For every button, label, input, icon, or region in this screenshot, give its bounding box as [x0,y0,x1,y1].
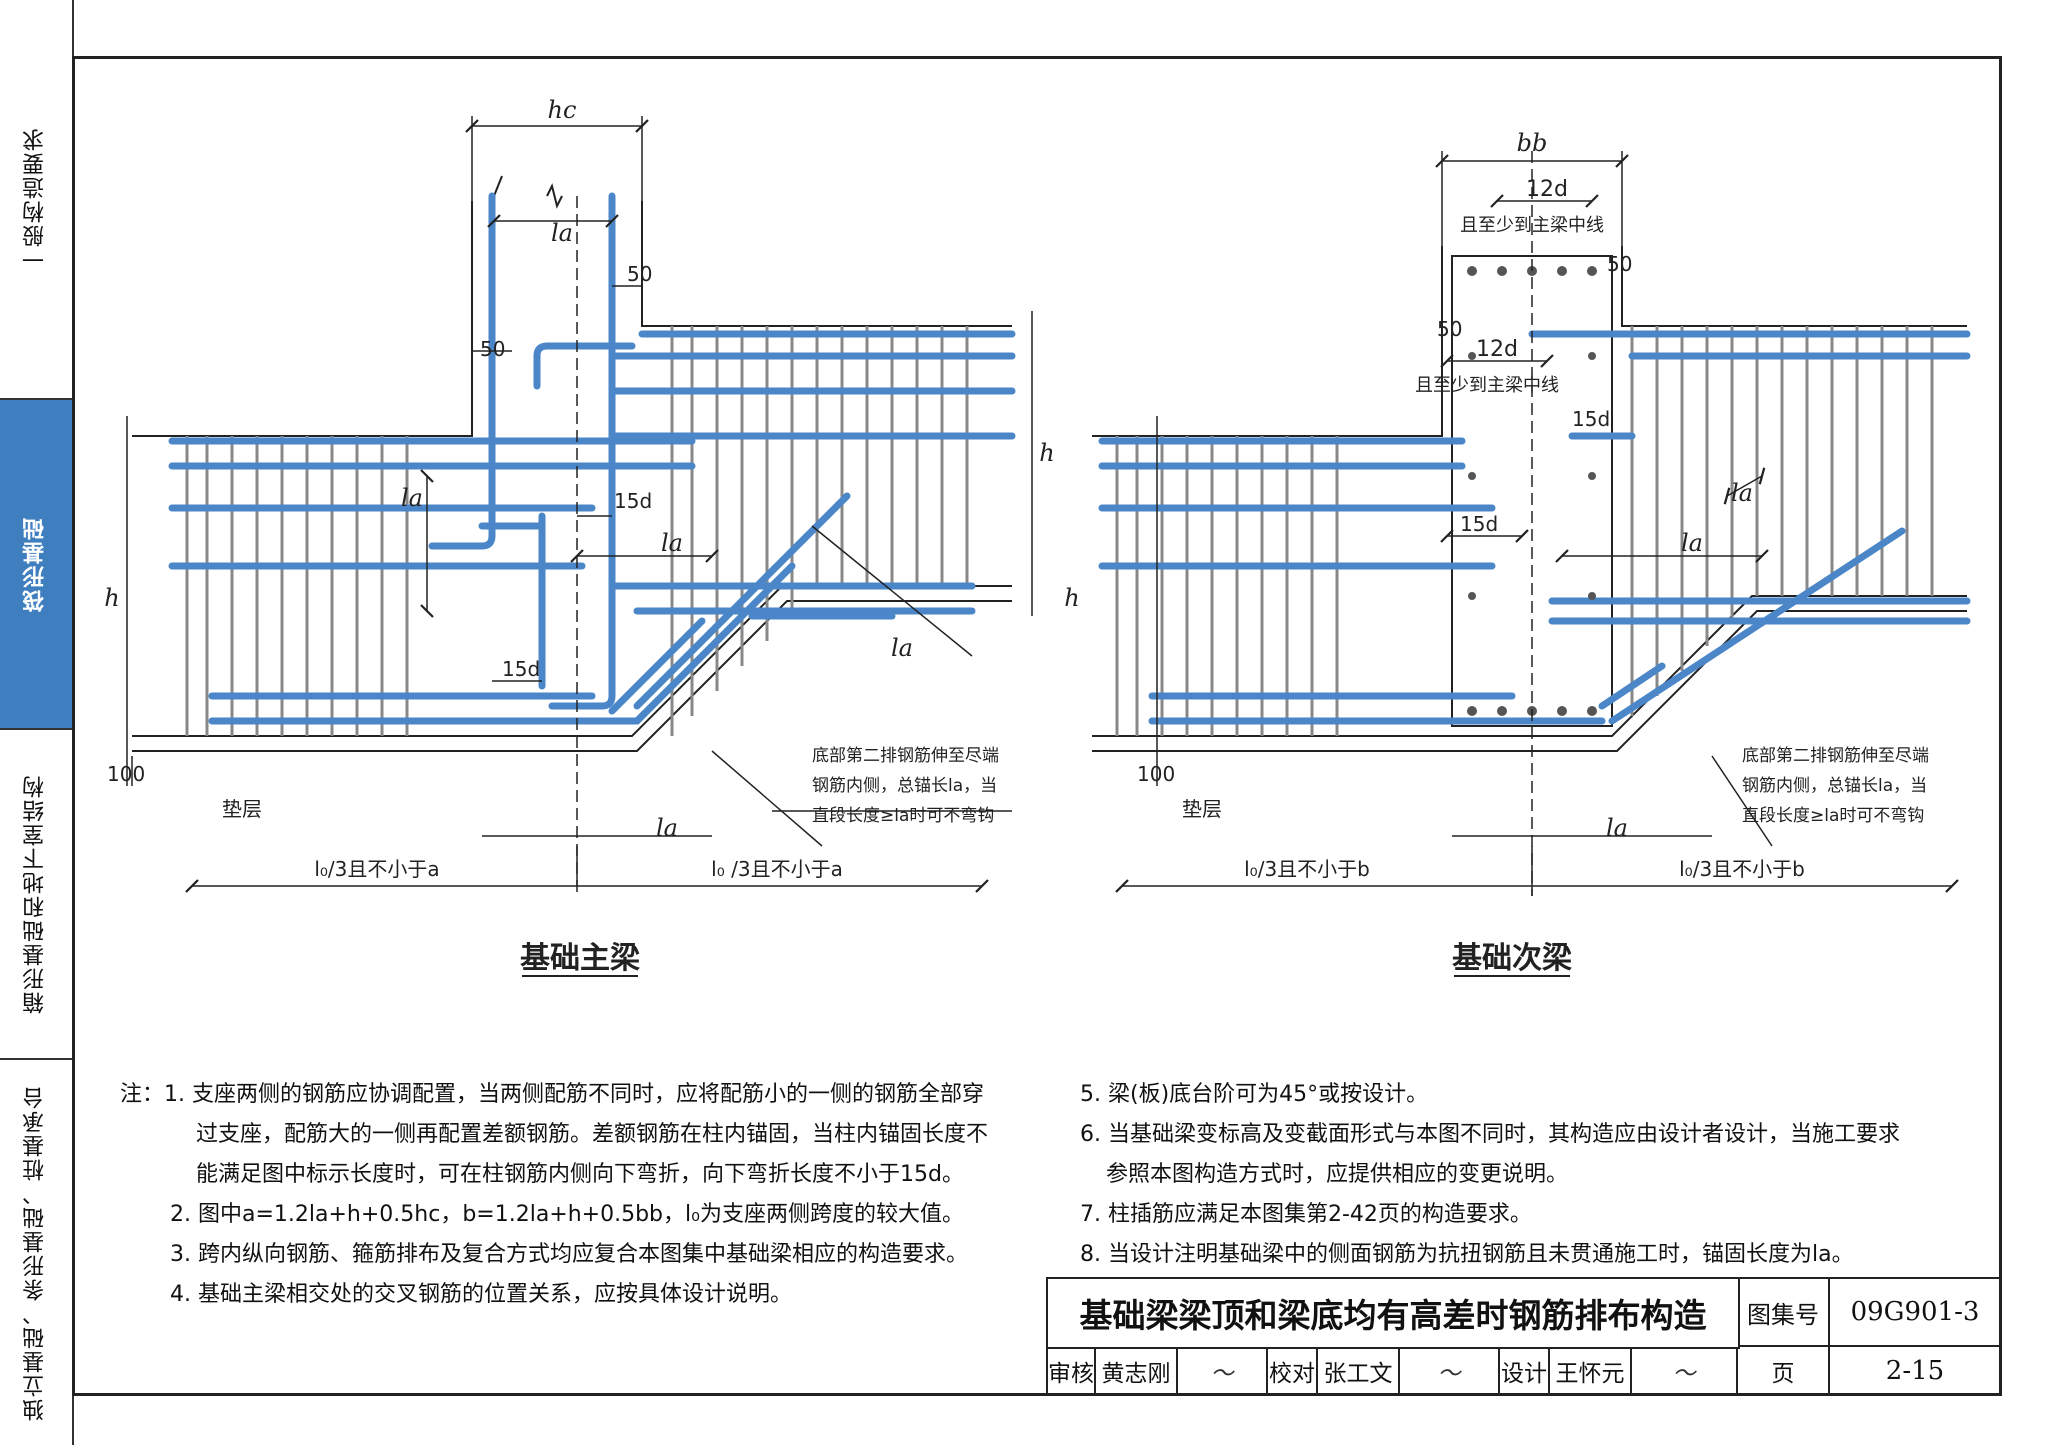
review-label: 审核 [1048,1347,1096,1395]
diagram-title-main: 基础主梁 [520,941,640,976]
label-h-right: h [1039,439,1054,467]
dim-hc: hc [548,96,577,124]
dim-50-right-a: 50 [1607,252,1632,276]
title-block-signatures: 审核 黄志刚 〜 校对 张工文 〜 设计 王怀元 〜 页 2-15 [1048,1347,2000,1395]
label-h-right-left: h [1064,584,1079,612]
checker-signature: 〜 [1400,1347,1500,1395]
check-label: 校对 [1268,1347,1318,1395]
callout-right-3: 直段长度≥la时可不弯钩 [1742,806,1924,826]
span-left-b: l₀/3且不小于b [1244,857,1370,881]
note-3: 3. 跨内纵向钢筋、箍筋排布及复合方式均应复合本图集中基础梁相应的构造要求。 [170,1242,968,1267]
diagram-title-secondary: 基础次梁 [1452,941,1572,976]
dimensions-left [126,116,1033,896]
dimensions-right [1115,151,2002,896]
note-12d-b: 且至少到主梁中线 [1415,375,1559,396]
design-label: 设计 [1500,1347,1550,1395]
sidebar-item-isolated[interactable]: 独立基础、条形基础、桩基承台 [23,1084,48,1421]
callout-left-2: 钢筋内侧，总锚长la，当 [812,776,997,796]
dim-50-b: 50 [480,337,505,361]
label-la-left: la [401,484,423,512]
title-block: 基础梁梁顶和梁底均有高差时钢筋排布构造 图集号 09G901-3 审核 黄志刚 … [1046,1277,2002,1395]
drawing-canvas: hc la la la la la h h 50 50 15d 15d 100 … [104,96,2002,977]
checker-name: 张工文 [1318,1347,1400,1395]
label-la-right-c: la [1606,814,1628,842]
callout-right-2: 钢筋内侧，总锚长la，当 [1742,776,1927,796]
label-la-right-a: la [1681,529,1703,557]
notes-left: 注：1. 支座两侧的钢筋应协调配置，当两侧配筋不同时，应将配筋小的一侧的钢筋全部… [120,1075,988,1315]
note-6a: 6. 当基础梁变标高及变截面形式与本图不同时，其构造应由设计者设计，当施工要求 [1080,1122,1900,1147]
callout-left-3: 直段长度≥la时可不弯钩 [812,806,994,826]
label-la-diag: la [891,634,913,662]
note-2: 2. 图中a=1.2la+h+0.5hc，b=1.2la+h+0.5bb，l₀为… [170,1202,964,1227]
designer-signature: 〜 [1632,1347,1738,1395]
diagram-secondary-beam: bb la la la h h 12d 且至少到主梁中线 12d 且至少到主梁中… [1064,129,2002,977]
dim-15d-b: 15d [502,657,540,681]
rebars-right [1098,330,1971,725]
span-right-b: l₀/3且不小于b [1679,857,1805,881]
note-12d-a: 且至少到主梁中线 [1460,215,1604,236]
reviewer-signature: 〜 [1178,1347,1268,1395]
dim-15d-right-b: 15d [1460,512,1498,536]
label-la-right-b: la [1731,479,1753,507]
dim-15d-a: 15d [614,489,652,513]
diagram-main-beam: hc la la la la la h h 50 50 15d 15d 100 … [104,96,1055,977]
dim-15d-right-a: 15d [1572,407,1610,431]
sidebar-item-general[interactable]: 一般构造要求 [0,0,72,400]
label-cushion-left: 垫层 [222,797,262,821]
dim-100: 100 [107,762,145,786]
beam-outline-right [1092,246,1967,752]
dim-100-right: 100 [1137,762,1175,786]
dim-bb: bb [1517,129,1548,157]
drawing-title: 基础梁梁顶和梁底均有高差时钢筋排布构造 [1048,1279,1740,1349]
note-8: 8. 当设计注明基础梁中的侧面钢筋为抗扭钢筋且未贯通施工时，锚固长度为la。 [1080,1242,1854,1267]
note-5: 5. 梁(板)底台阶可为45°或按设计。 [1080,1082,1429,1107]
dim-12d-b: 12d [1476,337,1518,362]
label-la-mid: la [661,529,683,557]
designer-name: 王怀元 [1550,1347,1632,1395]
label-h-left: h [104,584,119,612]
atlas-number: 09G901-3 [1830,1279,2000,1347]
page-number: 2-15 [1885,1356,1945,1386]
label-la-bottom: la [656,814,678,842]
note-1a: 注：1. 支座两侧的钢筋应协调配置，当两侧配筋不同时，应将配筋小的一侧的钢筋全部… [120,1082,984,1107]
dim-12d-a: 12d [1526,177,1568,202]
stirrups-right [1115,326,1934,736]
reviewer-name: 黄志刚 [1096,1347,1178,1395]
label-cushion-right: 垫层 [1182,797,1222,821]
dim-50-right-b: 50 [1437,317,1462,341]
column-bars-right [1467,266,1597,716]
callout-right-1: 底部第二排钢筋伸至尽端 [1742,746,1929,766]
atlas-label: 图集号 [1738,1279,1830,1347]
notes-right: 5. 梁(板)底台阶可为45°或按设计。 6. 当基础梁变标高及变截面形式与本图… [1080,1075,1900,1275]
note-7: 7. 柱插筋应满足本图集第2-42页的构造要求。 [1080,1202,1532,1227]
callout-left-1: 底部第二排钢筋伸至尽端 [812,746,999,766]
sidebar-item-raft[interactable]: 筏形基础 [0,400,72,730]
label-la-top: la [551,219,573,247]
page-label: 页 [1738,1347,1830,1395]
rebars-left [168,192,1016,725]
note-1c: 能满足图中标示长度时，可在柱钢筋内侧向下弯折，向下弯折长度不小于15d。 [196,1162,964,1187]
dim-50-a: 50 [627,262,652,286]
span-right-a: l₀ /3且不小于a [711,857,843,881]
note-4: 4. 基础主梁相交处的交叉钢筋的位置关系，应按具体设计说明。 [170,1282,792,1307]
note-1b: 过支座，配筋大的一侧再配置差额钢筋。差额钢筋在柱内锚固，当柱内锚固长度不 [196,1122,989,1147]
drawing-frame [72,56,2002,1396]
note-6b: 参照本图构造方式时，应提供相应的变更说明。 [1106,1162,1569,1187]
sidebar-item-box[interactable]: 箱形基础和地下室结构 [0,730,72,1060]
sidebar: 一般构造要求 筏形基础 箱形基础和地下室结构 独立基础、条形基础、桩基承台 [0,0,74,1445]
span-left-a: l₀/3且不小于a [314,857,439,881]
